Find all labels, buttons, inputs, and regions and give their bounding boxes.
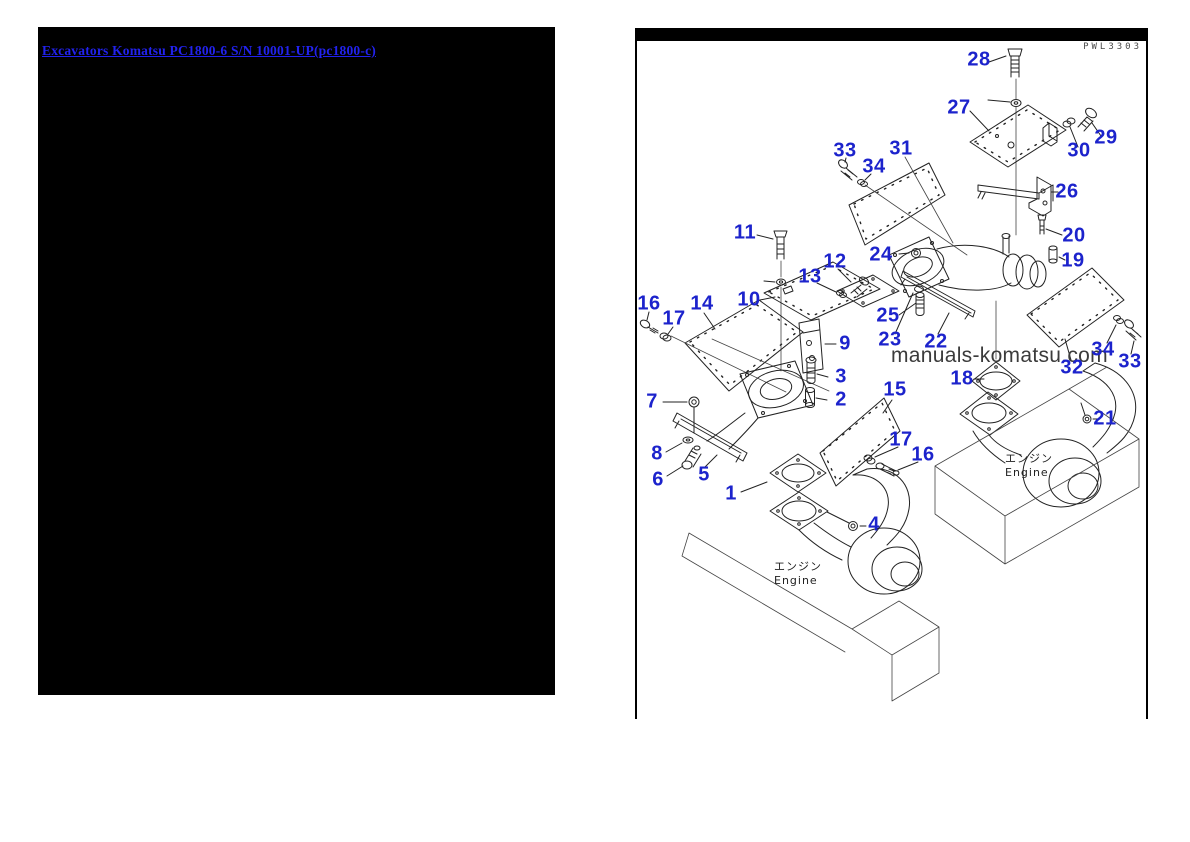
callout-33: 33 — [1118, 350, 1142, 373]
diagram-content: PWL3303 — [637, 41, 1146, 719]
callout-22: 22 — [924, 330, 948, 353]
callout-33: 33 — [833, 139, 857, 162]
callout-4: 4 — [868, 513, 880, 536]
callout-16: 16 — [911, 443, 935, 466]
engine-label-right: エンジン Engine — [1005, 452, 1053, 480]
callout-30: 30 — [1067, 139, 1091, 162]
engine-label-en: Engine — [774, 573, 818, 587]
callout-18: 18 — [950, 367, 974, 390]
callout-28: 28 — [967, 48, 991, 71]
callout-21: 21 — [1093, 407, 1117, 430]
callout-14: 14 — [690, 292, 714, 315]
callout-6: 6 — [652, 468, 664, 491]
callout-23: 23 — [878, 328, 902, 351]
callout-15: 15 — [883, 378, 907, 401]
engine-label-jp: エンジン — [774, 560, 822, 573]
callout-25: 25 — [876, 304, 900, 327]
callout-19: 19 — [1061, 249, 1085, 272]
callout-1: 1 — [725, 482, 737, 505]
callout-29: 29 — [1094, 126, 1118, 149]
callout-9: 9 — [839, 332, 851, 355]
callout-34: 34 — [862, 155, 886, 178]
engine-label-left: エンジン Engine — [774, 560, 822, 588]
catalog-link[interactable]: Excavators Komatsu PC1800-6 S/N 10001-UP… — [42, 43, 376, 58]
sheet-code: PWL3303 — [1083, 42, 1142, 52]
callout-34: 34 — [1091, 338, 1115, 361]
callout-26: 26 — [1055, 180, 1079, 203]
engine-label-jp: エンジン — [1005, 452, 1053, 465]
callout-10: 10 — [737, 288, 761, 311]
callout-17: 17 — [662, 307, 686, 330]
callout-31: 31 — [889, 137, 913, 160]
watermark: manuals-komatsu.com — [891, 344, 1108, 367]
callout-11: 11 — [733, 221, 757, 244]
callout-2: 2 — [835, 388, 847, 411]
callout-13: 13 — [798, 265, 822, 288]
callout-32: 32 — [1060, 356, 1084, 379]
diagram-top-bar — [635, 28, 1148, 41]
callout-16: 16 — [637, 292, 661, 315]
callout-3: 3 — [835, 365, 847, 388]
left-black-panel: Excavators Komatsu PC1800-6 S/N 10001-UP… — [38, 27, 555, 695]
callout-8: 8 — [651, 442, 663, 465]
callout-7: 7 — [646, 390, 658, 413]
parts-drawing — [639, 48, 1142, 702]
callout-12: 12 — [823, 250, 847, 273]
diagram-panel: PWL3303 — [635, 28, 1148, 719]
callout-24: 24 — [869, 243, 893, 266]
callout-20: 20 — [1062, 224, 1086, 247]
callout-17: 17 — [889, 428, 913, 451]
callout-5: 5 — [698, 463, 710, 486]
callout-27: 27 — [947, 96, 971, 119]
engine-label-en: Engine — [1005, 465, 1049, 479]
